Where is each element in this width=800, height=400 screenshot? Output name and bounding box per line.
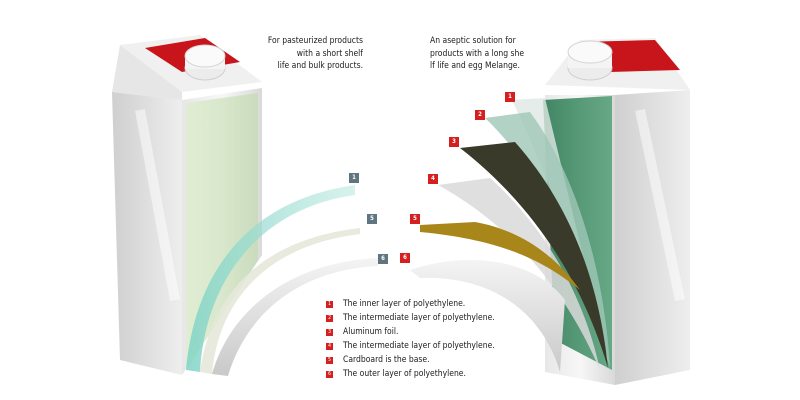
legend-item: 4 The intermediate layer of polyethylene… — [326, 339, 495, 353]
left-carton-gable — [112, 45, 182, 100]
right-tag-4: 4 — [428, 174, 438, 184]
left-sheet-1 — [186, 185, 355, 372]
left-sheet-5 — [200, 228, 360, 374]
right-tag-2: 2 — [475, 110, 485, 120]
legend-text: Cardboard is the base. — [343, 355, 430, 365]
right-carton-caption: An aseptic solution for products with a … — [430, 36, 525, 71]
legend-number: 1 — [326, 300, 333, 308]
right-sheet-2 — [485, 112, 610, 368]
legend-text: The inner layer of polyethylene. — [343, 299, 466, 309]
legend-text: Aluminum foil. — [343, 327, 399, 337]
layer-legend: 1 The inner layer of polyethylene. 2 The… — [326, 297, 495, 381]
legend-text: The intermediate layer of polyethylene. — [343, 341, 495, 351]
legend-item: 5 Cardboard is the base. — [326, 353, 495, 367]
legend-item: 3 Aluminum foil. — [326, 325, 495, 339]
right-carton-side — [615, 90, 690, 385]
right-sheet-3 — [460, 142, 608, 368]
right-sheet-5 — [420, 222, 580, 290]
legend-number: 5 — [326, 356, 333, 364]
left-carton — [112, 35, 262, 375]
legend-number: 6 — [326, 370, 333, 378]
legend-text: The outer layer of polyethylene. — [343, 369, 466, 379]
right-sheet-4 — [438, 178, 600, 370]
legend-item: 6 The outer layer of polyethylene. — [326, 367, 495, 381]
right-sheet-6 — [410, 260, 565, 372]
left-tag-6: 6 — [378, 254, 388, 264]
left-sheet-6 — [212, 258, 378, 376]
legend-number: 3 — [326, 328, 333, 336]
legend-text: The intermediate layer of polyethylene. — [343, 313, 495, 323]
right-tag-6: 6 — [400, 253, 410, 263]
right-layer-sheets — [410, 98, 610, 372]
right-tag-3: 3 — [449, 137, 459, 147]
left-tag-5: 5 — [367, 214, 377, 224]
left-layer-sheets — [186, 185, 378, 376]
legend-number: 4 — [326, 342, 333, 350]
left-tag-1: 1 — [349, 173, 359, 183]
left-carton-caption: For pasteurized products with a short sh… — [267, 36, 363, 71]
legend-item: 1 The inner layer of polyethylene. — [326, 297, 495, 311]
legend-number: 2 — [326, 314, 333, 322]
right-tag-1: 1 — [505, 92, 515, 102]
right-tag-5: 5 — [410, 214, 420, 224]
left-carton-side — [112, 92, 182, 375]
legend-item: 2 The intermediate layer of polyethylene… — [326, 311, 495, 325]
